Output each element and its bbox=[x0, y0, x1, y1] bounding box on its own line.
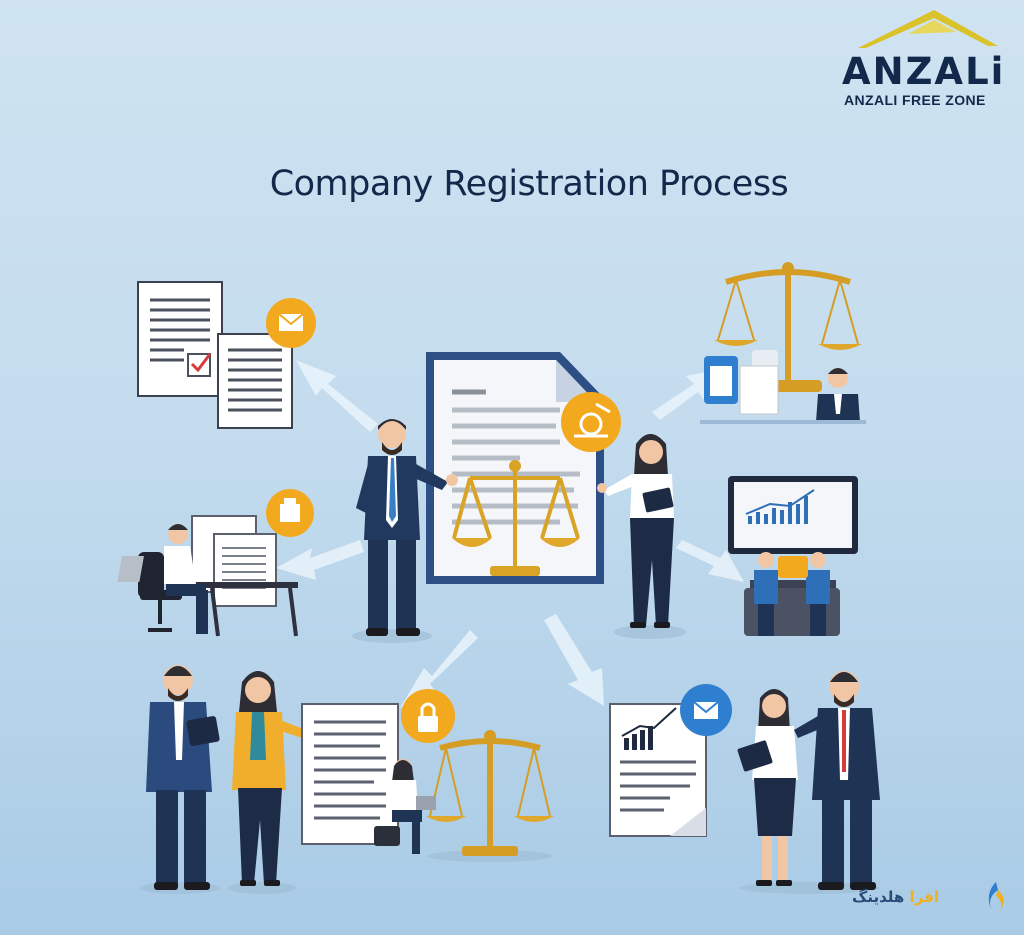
arrow-to-documents bbox=[296, 360, 378, 432]
businesswoman-tablet bbox=[597, 434, 686, 639]
person-right bbox=[806, 552, 830, 636]
afra-logo-icon bbox=[988, 882, 1004, 912]
email-badge bbox=[680, 684, 732, 736]
legal-review-step bbox=[301, 689, 554, 862]
meeting-step bbox=[140, 665, 314, 894]
office-desk-step bbox=[117, 489, 314, 637]
page-title: Company Registration Process bbox=[269, 164, 789, 204]
person-left bbox=[754, 552, 778, 636]
flow-arrows bbox=[276, 360, 744, 708]
arrow-to-report bbox=[544, 614, 604, 706]
envelope-badge bbox=[266, 298, 316, 348]
mountain-logo-icon bbox=[858, 10, 998, 48]
scale-justice-icon bbox=[452, 464, 580, 568]
arrow-to-screen bbox=[676, 540, 744, 582]
businessman-presenter bbox=[352, 419, 458, 643]
watermark-main: هلدینگ bbox=[852, 888, 905, 906]
logo-wordmark: ANZALi bbox=[842, 50, 1006, 93]
center-legal-document bbox=[426, 352, 604, 584]
anzali-logo: ANZALi ANZALI FREE ZONE bbox=[838, 6, 1008, 110]
arrow-to-meeting bbox=[400, 630, 478, 708]
scale-justice-step bbox=[700, 262, 866, 424]
watermark-text: افرا هلدینگ bbox=[852, 888, 939, 906]
presentation-screen-step bbox=[728, 476, 858, 636]
lock-badge bbox=[401, 689, 455, 743]
fax-badge bbox=[266, 489, 314, 537]
afra-holding-watermark: افرا هلدینگ bbox=[852, 878, 1012, 918]
watermark-accent: افرا bbox=[909, 888, 939, 906]
report-step bbox=[609, 671, 880, 894]
logo-subtitle: ANZALI FREE ZONE bbox=[844, 92, 986, 108]
arrow-to-office bbox=[276, 540, 364, 580]
stamp-badge bbox=[561, 392, 621, 452]
documents-step bbox=[137, 281, 316, 429]
